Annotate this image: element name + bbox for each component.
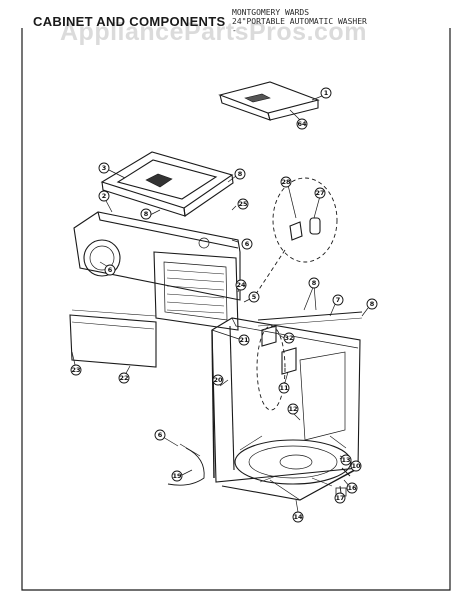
callout-8c: [308, 277, 320, 289]
model-brand: MONTGOMERY WARDS: [232, 8, 310, 17]
callout-2: [98, 190, 110, 202]
page-frame: [21, 28, 451, 591]
callout-label: 20: [213, 376, 223, 384]
top-panel: [100, 151, 234, 217]
lid-part: [218, 81, 320, 121]
callout-label: 23: [71, 366, 80, 374]
callout-label: 2: [102, 192, 107, 200]
control-panel: [73, 211, 241, 301]
callout-label: 11: [279, 384, 289, 392]
callout-label: 24: [236, 281, 246, 289]
detail-circle-upper: [272, 177, 338, 263]
top-rail: [257, 311, 363, 321]
callout-label: 25: [238, 200, 248, 208]
callout-label: 8: [370, 300, 375, 308]
callout-6a: [241, 238, 253, 250]
callout-13: [340, 454, 352, 466]
watermark: AppliancePartsPros.com: [60, 18, 367, 46]
callout-3: [98, 162, 110, 174]
callout-27: [314, 187, 326, 199]
callout-7: [332, 294, 344, 306]
callout-6b: [104, 264, 116, 276]
callout-label: 8: [144, 210, 149, 218]
callout-label: 27: [315, 189, 324, 197]
callout-label: 8: [238, 170, 243, 178]
callout-label: 6: [108, 266, 113, 274]
callout-label: 21: [239, 336, 249, 344]
callout-label: 19: [172, 472, 182, 480]
callout-label: 10: [351, 462, 361, 470]
drain-hose: [167, 447, 205, 486]
callout-label: 14: [293, 513, 303, 521]
callout-28: [280, 176, 292, 188]
callout-10: [350, 460, 362, 472]
callout-label: 1: [324, 89, 329, 97]
callout-22: [118, 372, 130, 384]
callout-label: 22: [119, 374, 128, 382]
callout-label: 6: [158, 431, 163, 439]
callout-11: [278, 382, 290, 394]
model-description: 24"PORTABLE AUTOMATIC WASHER: [232, 17, 367, 26]
callout-label: 64: [297, 120, 307, 128]
callout-label: 16: [347, 484, 357, 492]
detail-circle-lower: [256, 325, 286, 411]
callout-64: [296, 118, 308, 130]
callout-label: 28: [281, 178, 291, 186]
callout-17: [334, 492, 346, 504]
callout-label: 13: [341, 456, 350, 464]
callout-32: [283, 332, 295, 344]
diagram-title: CABINET AND COMPONENTS: [33, 14, 226, 29]
callout-20: [212, 374, 224, 386]
callout-23: [70, 364, 82, 376]
callout-25: [237, 198, 249, 210]
callout-label: 3: [102, 164, 107, 172]
callout-16: [346, 482, 358, 494]
cabinet-body: [211, 317, 361, 501]
callout-8d: [366, 298, 378, 310]
callout-6c: [154, 429, 166, 441]
callout-label: 8: [312, 279, 317, 287]
callout-12: [287, 403, 299, 415]
callout-label: 6: [245, 240, 250, 248]
callout-21: [238, 334, 250, 346]
callout-label: 5: [252, 293, 257, 301]
callout-1: [320, 87, 332, 99]
callout-19: [171, 470, 183, 482]
callout-label: 32: [284, 334, 293, 342]
callout-8a: [234, 168, 246, 180]
grille-panel: [153, 251, 239, 331]
callout-label: 7: [336, 296, 341, 304]
callout-5: [248, 291, 260, 303]
callout-14: [292, 511, 304, 523]
kick-panel: [69, 309, 157, 368]
callout-label: 17: [335, 494, 344, 502]
callout-24: [235, 279, 247, 291]
model-number: -: [232, 26, 237, 35]
callout-8b: [140, 208, 152, 220]
callout-label: 12: [288, 405, 297, 413]
